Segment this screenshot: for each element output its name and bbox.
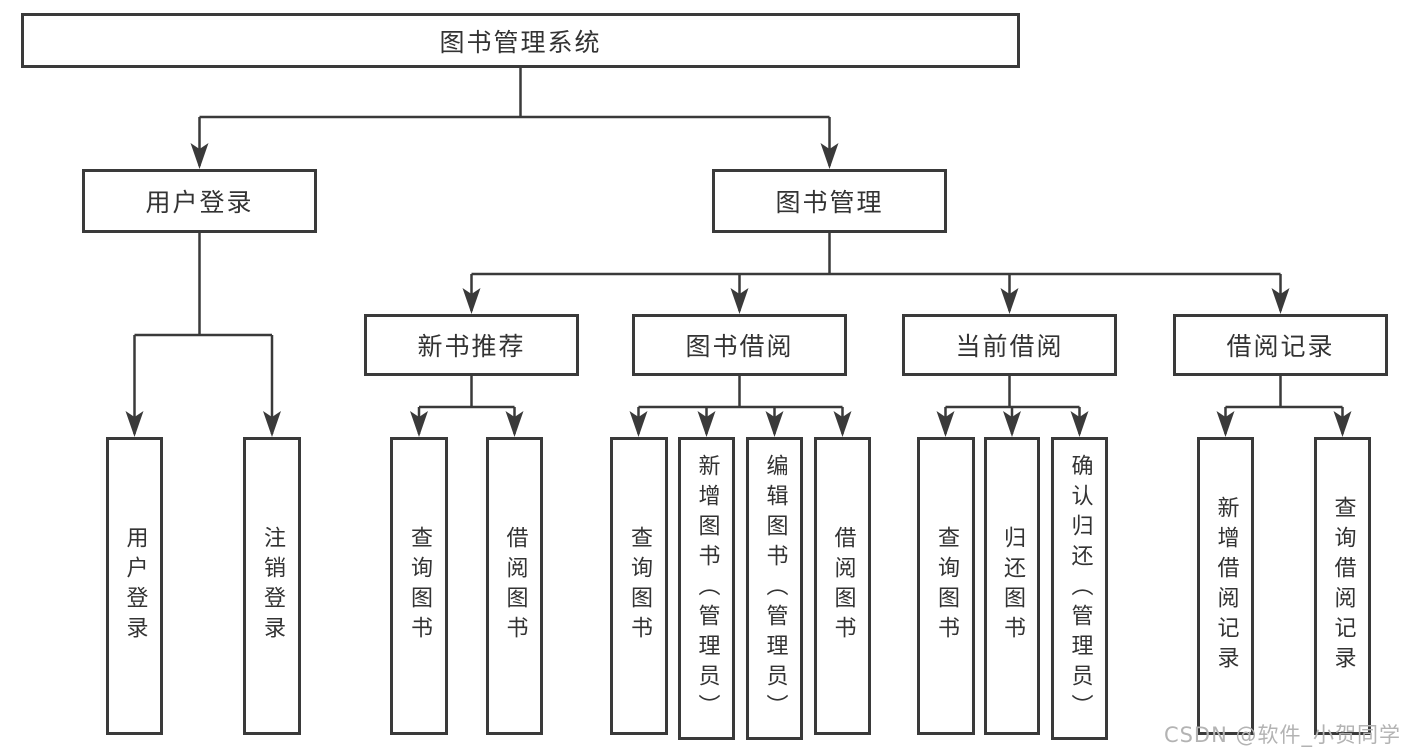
- node-book-management: 图书管理: [712, 169, 947, 233]
- node-label: 注销登录: [260, 526, 285, 646]
- node-add-books-admin: 新增图书（管理员）: [678, 437, 735, 740]
- node-borrow-records: 借阅记录: [1173, 314, 1388, 376]
- node-label: 新书推荐: [417, 332, 526, 361]
- node-query-books-borrowing: 查询图书: [610, 437, 668, 735]
- node-label: 编辑图书（管理员）: [762, 453, 788, 724]
- csdn-watermark: CSDN @软件_小贺同学: [1163, 723, 1401, 747]
- node-label: 查询图书: [627, 526, 652, 646]
- node-label: 查询图书: [934, 526, 959, 646]
- node-logout: 注销登录: [243, 437, 301, 735]
- node-label: 新增图书（管理员）: [694, 453, 720, 724]
- node-borrow-books-leaf: 借阅图书: [814, 437, 871, 735]
- node-library-system: 图书管理系统: [21, 13, 1020, 68]
- node-query-books-current: 查询图书: [917, 437, 975, 735]
- node-label: 查询借阅记录: [1330, 496, 1356, 676]
- node-label: 图书管理: [775, 188, 884, 217]
- node-current-borrowing: 当前借阅: [902, 314, 1117, 376]
- node-label: 借阅图书: [502, 526, 528, 646]
- node-label: 确认归还（管理员）: [1067, 453, 1093, 724]
- node-label: 新增借阅记录: [1213, 496, 1239, 676]
- node-label: 借阅图书: [830, 526, 856, 646]
- node-label: 用户登录: [145, 188, 254, 217]
- node-label: 用户登录: [122, 526, 148, 646]
- node-new-book-recommend: 新书推荐: [364, 314, 579, 376]
- node-query-borrow-record: 查询借阅记录: [1314, 437, 1371, 735]
- node-query-books-recommend: 查询图书: [390, 437, 448, 735]
- node-label: 当前借阅: [955, 332, 1064, 361]
- node-confirm-return-admin: 确认归还（管理员）: [1051, 437, 1108, 740]
- node-edit-books-admin: 编辑图书（管理员）: [746, 437, 803, 740]
- node-borrow-books-recommend: 借阅图书: [486, 437, 543, 735]
- node-book-borrowing: 图书借阅: [632, 314, 847, 376]
- node-add-borrow-record: 新增借阅记录: [1197, 437, 1254, 735]
- node-label: 借阅记录: [1226, 332, 1335, 361]
- node-label: 图书借阅: [685, 332, 794, 361]
- node-label: 图书管理系统: [439, 27, 602, 57]
- node-label: 归还图书: [1000, 526, 1025, 646]
- node-label: 查询图书: [407, 526, 432, 646]
- node-user-login: 用户登录: [82, 169, 317, 233]
- node-user-login-leaf: 用户登录: [106, 437, 163, 735]
- node-return-books: 归还图书: [984, 437, 1040, 735]
